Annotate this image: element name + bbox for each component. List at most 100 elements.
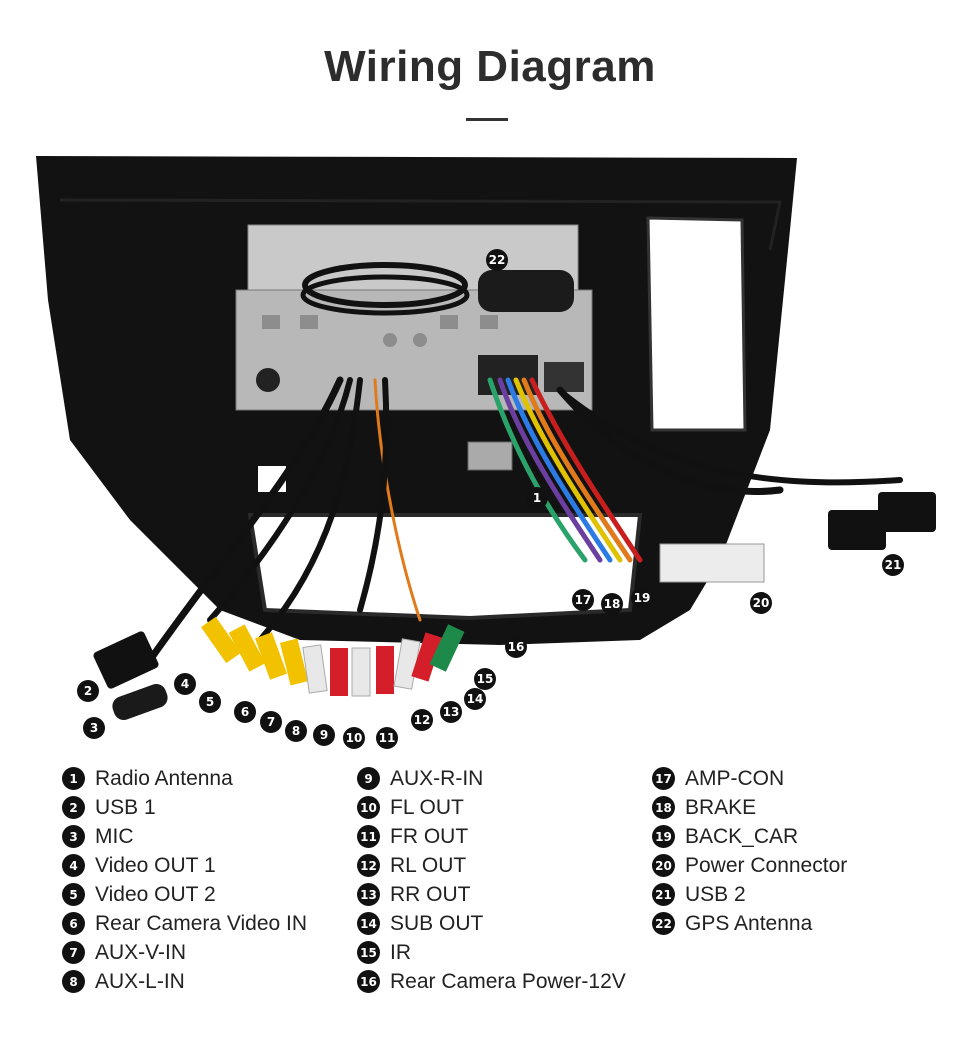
head-unit-photo: 22 1 2 3 4 5 6 7 8 9 10 11 12 13 14 15 1… <box>36 156 936 749</box>
svg-text:12: 12 <box>414 713 431 727</box>
usb2-plug-b <box>878 492 936 532</box>
svg-text:14: 14 <box>467 692 484 706</box>
callout-2: 2 <box>77 680 99 702</box>
callout-3: 3 <box>83 717 105 739</box>
legend-item: 2 USB 1 <box>62 793 307 822</box>
legend-label: FL OUT <box>390 795 464 819</box>
frame-window <box>646 216 747 432</box>
legend-number: 8 <box>62 970 85 993</box>
svg-text:6: 6 <box>241 705 249 719</box>
callout-11: 11 <box>376 727 398 749</box>
callout-5: 5 <box>199 691 221 713</box>
legend-label: RR OUT <box>390 882 471 906</box>
svg-text:17: 17 <box>575 593 592 607</box>
svg-text:8: 8 <box>292 724 300 738</box>
power-connector <box>659 543 765 583</box>
legend-item: 13 RR OUT <box>357 880 626 909</box>
legend-number: 3 <box>62 825 85 848</box>
callout-22: 22 <box>486 249 508 271</box>
callout-19: 19 <box>631 587 653 609</box>
title-underline <box>466 118 508 121</box>
legend-number: 9 <box>357 767 380 790</box>
legend-label: AUX-R-IN <box>390 766 484 790</box>
legend-number: 13 <box>357 883 380 906</box>
svg-text:16: 16 <box>508 640 525 654</box>
legend-number: 22 <box>652 912 675 935</box>
callout-7: 7 <box>260 711 282 733</box>
legend-number: 20 <box>652 854 675 877</box>
legend-item: 19 BACK_CAR <box>652 822 847 851</box>
svg-text:7: 7 <box>267 715 275 729</box>
legend-item: 16 Rear Camera Power-12V <box>357 967 626 996</box>
legend-number: 12 <box>357 854 380 877</box>
svg-text:1: 1 <box>533 491 541 505</box>
legend-number: 7 <box>62 941 85 964</box>
legend-number: 19 <box>652 825 675 848</box>
legend-label: BACK_CAR <box>685 824 799 848</box>
svg-text:3: 3 <box>90 721 98 735</box>
legend-number: 10 <box>357 796 380 819</box>
svg-text:18: 18 <box>604 597 621 611</box>
svg-text:13: 13 <box>443 705 460 719</box>
legend-number: 5 <box>62 883 85 906</box>
legend-label: USB 2 <box>685 882 746 906</box>
legend-item: 5 Video OUT 2 <box>62 880 307 909</box>
page-title: Wiring Diagram <box>324 42 656 91</box>
legend-label: USB 1 <box>95 795 156 819</box>
legend-label: MIC <box>95 824 134 848</box>
legend-label: Video OUT 2 <box>95 882 216 906</box>
legend-label: IR <box>390 940 411 964</box>
frame-lower-opening <box>247 513 643 621</box>
legend-label: RL OUT <box>390 853 467 877</box>
callout-13: 13 <box>440 701 462 723</box>
svg-text:4: 4 <box>181 677 189 691</box>
svg-text:15: 15 <box>477 672 494 686</box>
rca-plugs <box>201 616 465 697</box>
legend-number: 21 <box>652 883 675 906</box>
callout-21: 21 <box>882 554 904 576</box>
legend-number: 6 <box>62 912 85 935</box>
mic-plug <box>112 683 168 721</box>
legend-number: 16 <box>357 970 380 993</box>
usb2-plug-a <box>828 510 886 550</box>
legend-item: 15 IR <box>357 938 626 967</box>
callout-20: 20 <box>750 592 772 614</box>
callout-6: 6 <box>234 701 256 723</box>
legend-number: 18 <box>652 796 675 819</box>
legend-number: 17 <box>652 767 675 790</box>
callout-15: 15 <box>474 668 496 690</box>
legend-label: Radio Antenna <box>95 766 233 790</box>
legend-number: 15 <box>357 941 380 964</box>
legend-label: Rear Camera Video IN <box>95 911 308 935</box>
legend-item: 10 FL OUT <box>357 793 626 822</box>
legend-label: Rear Camera Power-12V <box>390 969 626 993</box>
svg-text:9: 9 <box>320 728 328 742</box>
svg-text:11: 11 <box>379 731 396 745</box>
legend-number: 11 <box>357 825 380 848</box>
legend-number: 4 <box>62 854 85 877</box>
legend-item: 9 AUX-R-IN <box>357 764 626 793</box>
svg-text:22: 22 <box>489 253 506 267</box>
callout-12: 12 <box>411 709 433 731</box>
svg-text:21: 21 <box>885 558 902 572</box>
usb1-plug <box>93 631 159 689</box>
callout-9: 9 <box>313 724 335 746</box>
legend-item: 3 MIC <box>62 822 307 851</box>
callout-10: 10 <box>343 727 365 749</box>
svg-text:5: 5 <box>206 695 214 709</box>
callout-14: 14 <box>464 688 486 710</box>
legend-item: 21 USB 2 <box>652 880 847 909</box>
legend-label: AUX-V-IN <box>95 940 187 964</box>
legend-number: 1 <box>62 767 85 790</box>
callout-17: 17 <box>572 589 594 611</box>
callout-4: 4 <box>174 673 196 695</box>
legend-label: SUB OUT <box>390 911 484 935</box>
legend-number: 2 <box>62 796 85 819</box>
